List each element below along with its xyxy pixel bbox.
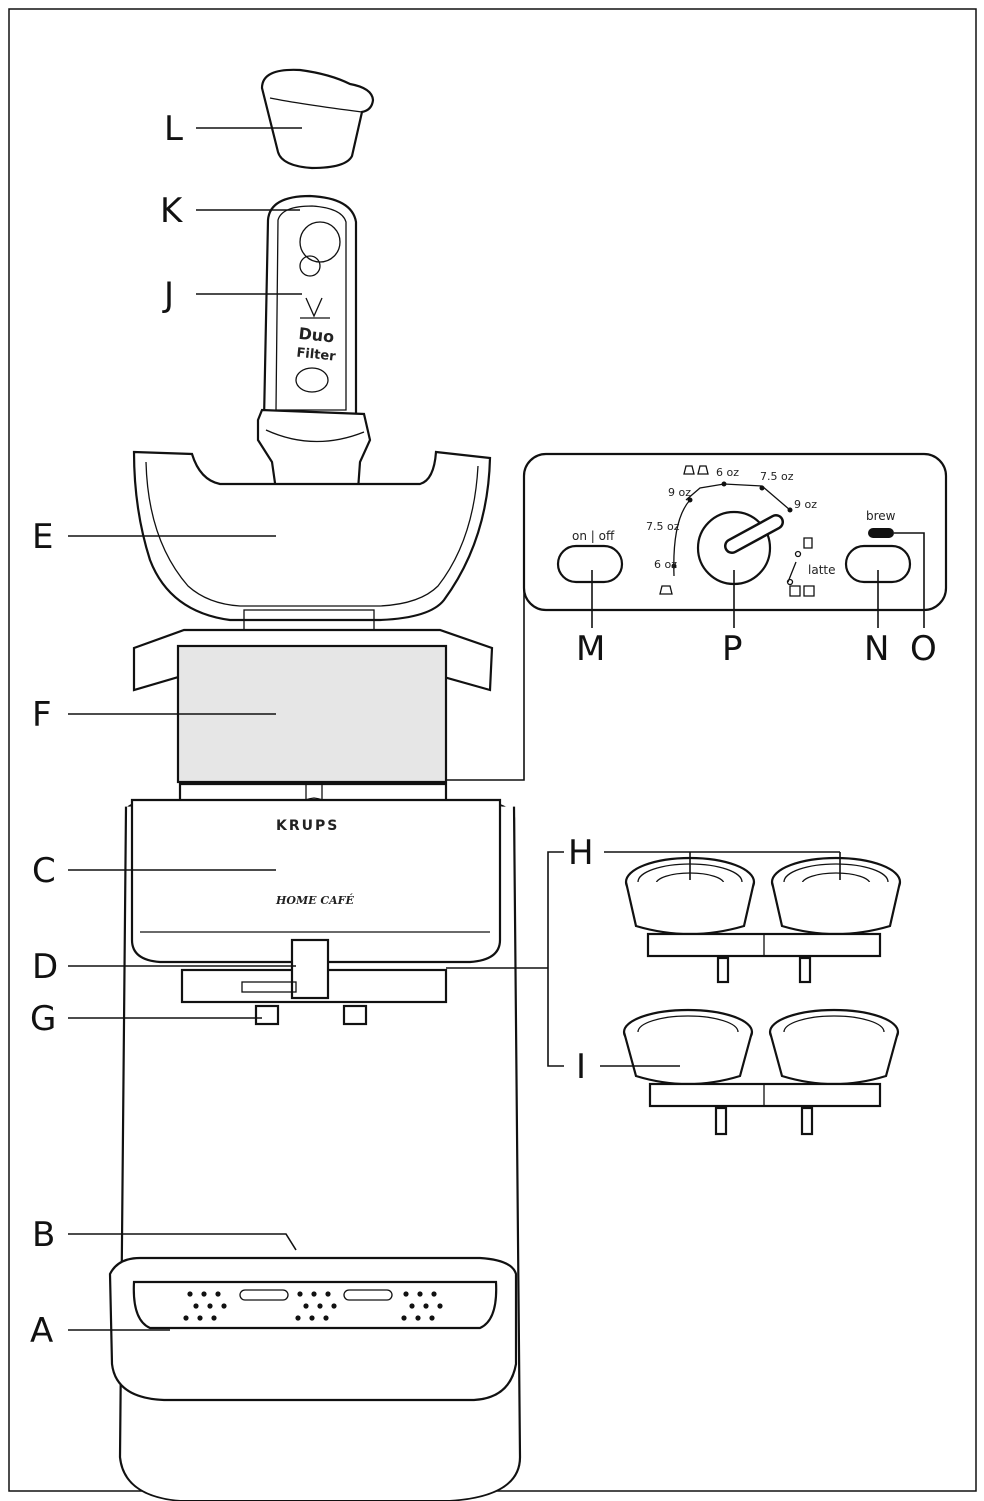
- size-top-6oz: 6 oz: [716, 466, 739, 479]
- label-d: D: [32, 947, 58, 987]
- brew-indicator-light: [868, 528, 894, 538]
- panel-connector-line: [446, 540, 525, 781]
- label-l: L: [164, 109, 183, 149]
- size-left-7-5oz: 7.5 oz: [646, 520, 680, 533]
- label-c: C: [32, 851, 56, 891]
- label-b: B: [32, 1215, 55, 1255]
- filter-text-filter: Filter: [296, 346, 337, 365]
- label-f: F: [32, 695, 52, 735]
- size-left-6oz: 6 oz: [654, 558, 677, 571]
- latte-label: latte: [808, 563, 835, 577]
- size-top-7-5oz: 7.5 oz: [760, 470, 794, 483]
- single-cup-icon: [659, 585, 673, 595]
- size-top-9oz: 9 oz: [794, 498, 817, 511]
- power-button: [556, 544, 624, 584]
- part-h-pod-holders: [624, 856, 902, 984]
- control-panel: on | off brew latte 6 oz 7.5 oz 9 oz 6 o…: [522, 452, 948, 612]
- label-h: H: [568, 833, 594, 873]
- leader-o: [894, 532, 925, 628]
- brew-label: brew: [866, 509, 896, 523]
- label-m: M: [576, 629, 605, 669]
- size-left-9oz: 9 oz: [668, 486, 691, 499]
- label-j: J: [162, 275, 174, 315]
- label-k: K: [160, 191, 184, 231]
- label-o: O: [910, 629, 937, 669]
- part-e-lid: [132, 450, 492, 633]
- drip-tray-grid: [183, 1291, 443, 1321]
- filter-text-duo: Duo: [298, 324, 335, 347]
- part-j-filter-cartridge: Duo Filter: [256, 194, 372, 506]
- double-latte-cup-icon: [789, 585, 815, 597]
- label-e: E: [32, 517, 53, 557]
- bracket-h-i: [547, 851, 564, 1067]
- label-i: I: [576, 1047, 586, 1087]
- part-l-cup: [260, 68, 375, 170]
- label-g: G: [30, 999, 56, 1039]
- brand-krups: KRUPS: [276, 818, 339, 834]
- label-n: N: [864, 629, 889, 669]
- part-i-pod-holders: [622, 1008, 900, 1136]
- double-cup-icon: [683, 465, 709, 475]
- leader-b: [68, 1233, 297, 1251]
- latte-cup-icon: [803, 537, 813, 549]
- brand-homecafe: HOME CAFÉ: [275, 893, 354, 907]
- part-b-drip-tray: [108, 1256, 518, 1402]
- label-p: P: [722, 629, 743, 669]
- label-a: A: [30, 1311, 53, 1351]
- power-label: on | off: [572, 529, 615, 543]
- leader-h: [604, 851, 841, 880]
